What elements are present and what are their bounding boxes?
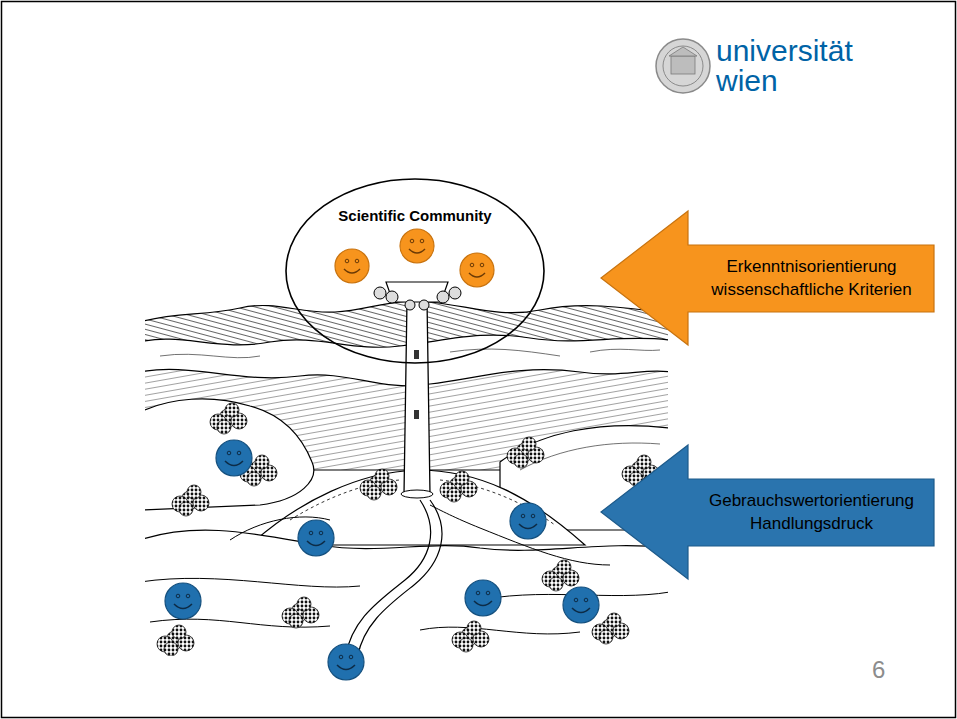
practitioner-smiley xyxy=(165,440,599,680)
arrow-shape xyxy=(600,210,935,346)
ellipse-outline xyxy=(285,178,545,364)
arrow-shape xyxy=(601,211,934,345)
node-text: Scientific Community xyxy=(338,206,491,226)
arrow-shape xyxy=(600,444,935,580)
logo-text: universität xyxy=(716,36,853,66)
arrow-shape xyxy=(601,445,934,579)
slide-number: 6 xyxy=(872,658,885,682)
community-ellipse: Scientific Community xyxy=(285,178,545,364)
observation-tower xyxy=(374,282,461,498)
logo-text: wien xyxy=(716,66,778,96)
blue-arrow: Gebrauchswertorientierung Handlungsdruck xyxy=(600,444,935,580)
university-seal xyxy=(656,39,710,93)
ellipse-outline xyxy=(286,179,544,363)
orange-arrow: Erkenntnisorientierung wissenschaftliche… xyxy=(600,210,935,346)
node-text: Gebrauchswertorientierung Handlungsdruck xyxy=(696,490,927,534)
scientist-smiley xyxy=(335,229,494,287)
node-text: Erkenntnisorientierung wissenschaftliche… xyxy=(696,256,927,300)
